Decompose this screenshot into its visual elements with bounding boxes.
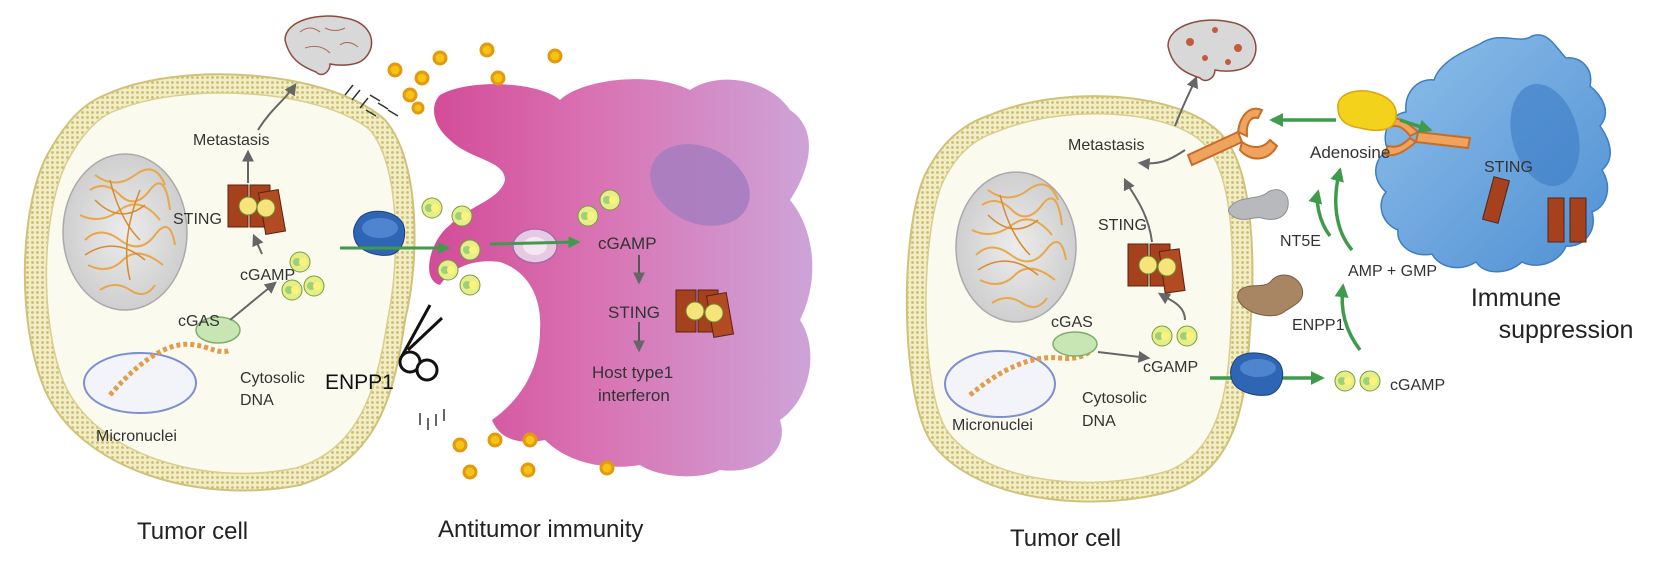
right-caption-tumor-cell: Tumor cell: [1010, 525, 1121, 552]
right-cgas-icon: [1052, 331, 1098, 357]
left-brain-icon: [284, 15, 373, 76]
left-pathway-arrows: [229, 83, 297, 321]
scissors-icon: [398, 304, 444, 382]
left-label-interferon: interferon: [598, 386, 670, 405]
right-label-amp-gmp: AMP + GMP: [1348, 263, 1437, 280]
left-label-cgamp: cGAMP: [240, 267, 295, 284]
right-label-cytosolic: Cytosolic: [1082, 390, 1147, 407]
left-label-sting: STING: [173, 211, 222, 228]
left-sting-icon: [227, 184, 287, 235]
left-label-enpp1: ENPP1: [325, 371, 394, 394]
left-caption-antitumor-immunity: Antitumor immunity: [438, 516, 643, 543]
right-extracellular-cgamp-icon: [1334, 370, 1381, 392]
right-cytosolic-dna-icon: [968, 348, 1094, 397]
left-label-sting-immune: STING: [608, 303, 660, 322]
left-transport-arrows: [340, 236, 581, 254]
left-label-cgamp-immune: cGAMP: [598, 234, 657, 253]
right-label-sting: STING: [1098, 217, 1147, 234]
right-panel: Metastasis STING cGAS cGAMP Cytosolic DN…: [905, 19, 1634, 552]
right-label-dna: DNA: [1082, 413, 1116, 430]
left-label-host-type1: Host type1: [592, 363, 673, 382]
left-caption-tumor-cell: Tumor cell: [137, 518, 248, 545]
right-label-enpp1: ENPP1: [1292, 317, 1345, 334]
left-immune-sting-icon: [675, 289, 735, 338]
right-immune-nucleus: [1510, 84, 1580, 186]
right-label-cgamp-ext: cGAMP: [1390, 377, 1445, 394]
right-label-micronuclei: Micronuclei: [952, 417, 1033, 434]
right-brain-icon: [1167, 19, 1257, 82]
left-label-metastasis: Metastasis: [193, 132, 269, 149]
right-label-sting-immune: STING: [1484, 159, 1533, 176]
right-sting-icon: [1127, 243, 1186, 294]
right-cgamp-molecules-icon: [1151, 325, 1198, 347]
left-label-micronuclei: Micronuclei: [96, 428, 177, 445]
left-immune-cell: [429, 79, 813, 477]
right-caption-suppression: suppression: [1499, 316, 1634, 344]
left-label-cgas: cGAS: [178, 313, 220, 330]
right-tumor-receptor-icon: [1186, 107, 1279, 167]
left-immune-nucleus: [650, 144, 750, 226]
left-cytokines-icon: [387, 42, 615, 480]
left-extracellular-cgamp-icon: [421, 189, 621, 296]
left-micronuclei-shape: [83, 352, 197, 414]
nt5e-icon: [1228, 189, 1289, 220]
right-caption-immune: Immune: [1471, 284, 1561, 312]
right-label-nt5e: NT5E: [1280, 233, 1321, 250]
right-immune-receptor-icon: [1382, 117, 1472, 157]
left-cytosolic-dna-icon: [108, 341, 232, 397]
right-label-metastasis: Metastasis: [1068, 137, 1144, 154]
left-label-cytosolic: Cytosolic: [240, 370, 305, 387]
left-label-dna: DNA: [240, 392, 274, 409]
right-micronuclei-shape: [944, 350, 1056, 418]
right-pathway-arrows: [1097, 75, 1199, 363]
right-label-adenosine: Adenosine: [1310, 143, 1390, 162]
right-immune-sting-icon: [1481, 176, 1587, 243]
left-nucleus: [62, 153, 188, 311]
adenosine-icon: [1337, 90, 1397, 132]
left-cgas-icon: [195, 316, 241, 344]
right-membrane-channel-icon: [1230, 352, 1284, 396]
left-immune-receptor-icon: [512, 228, 558, 264]
right-label-cgamp: cGAMP: [1143, 359, 1198, 376]
left-membrane-rupture-marks: [344, 84, 445, 430]
right-label-cgas: cGAS: [1051, 314, 1093, 331]
right-nucleus: [955, 171, 1077, 323]
left-membrane-channel-icon: [353, 210, 406, 256]
left-cgamp-molecules-icon: [281, 251, 325, 301]
left-panel: Metastasis STING cGAMP cGAS Cytosolic DN…: [23, 15, 813, 545]
enpp1-icon: [1237, 274, 1304, 317]
